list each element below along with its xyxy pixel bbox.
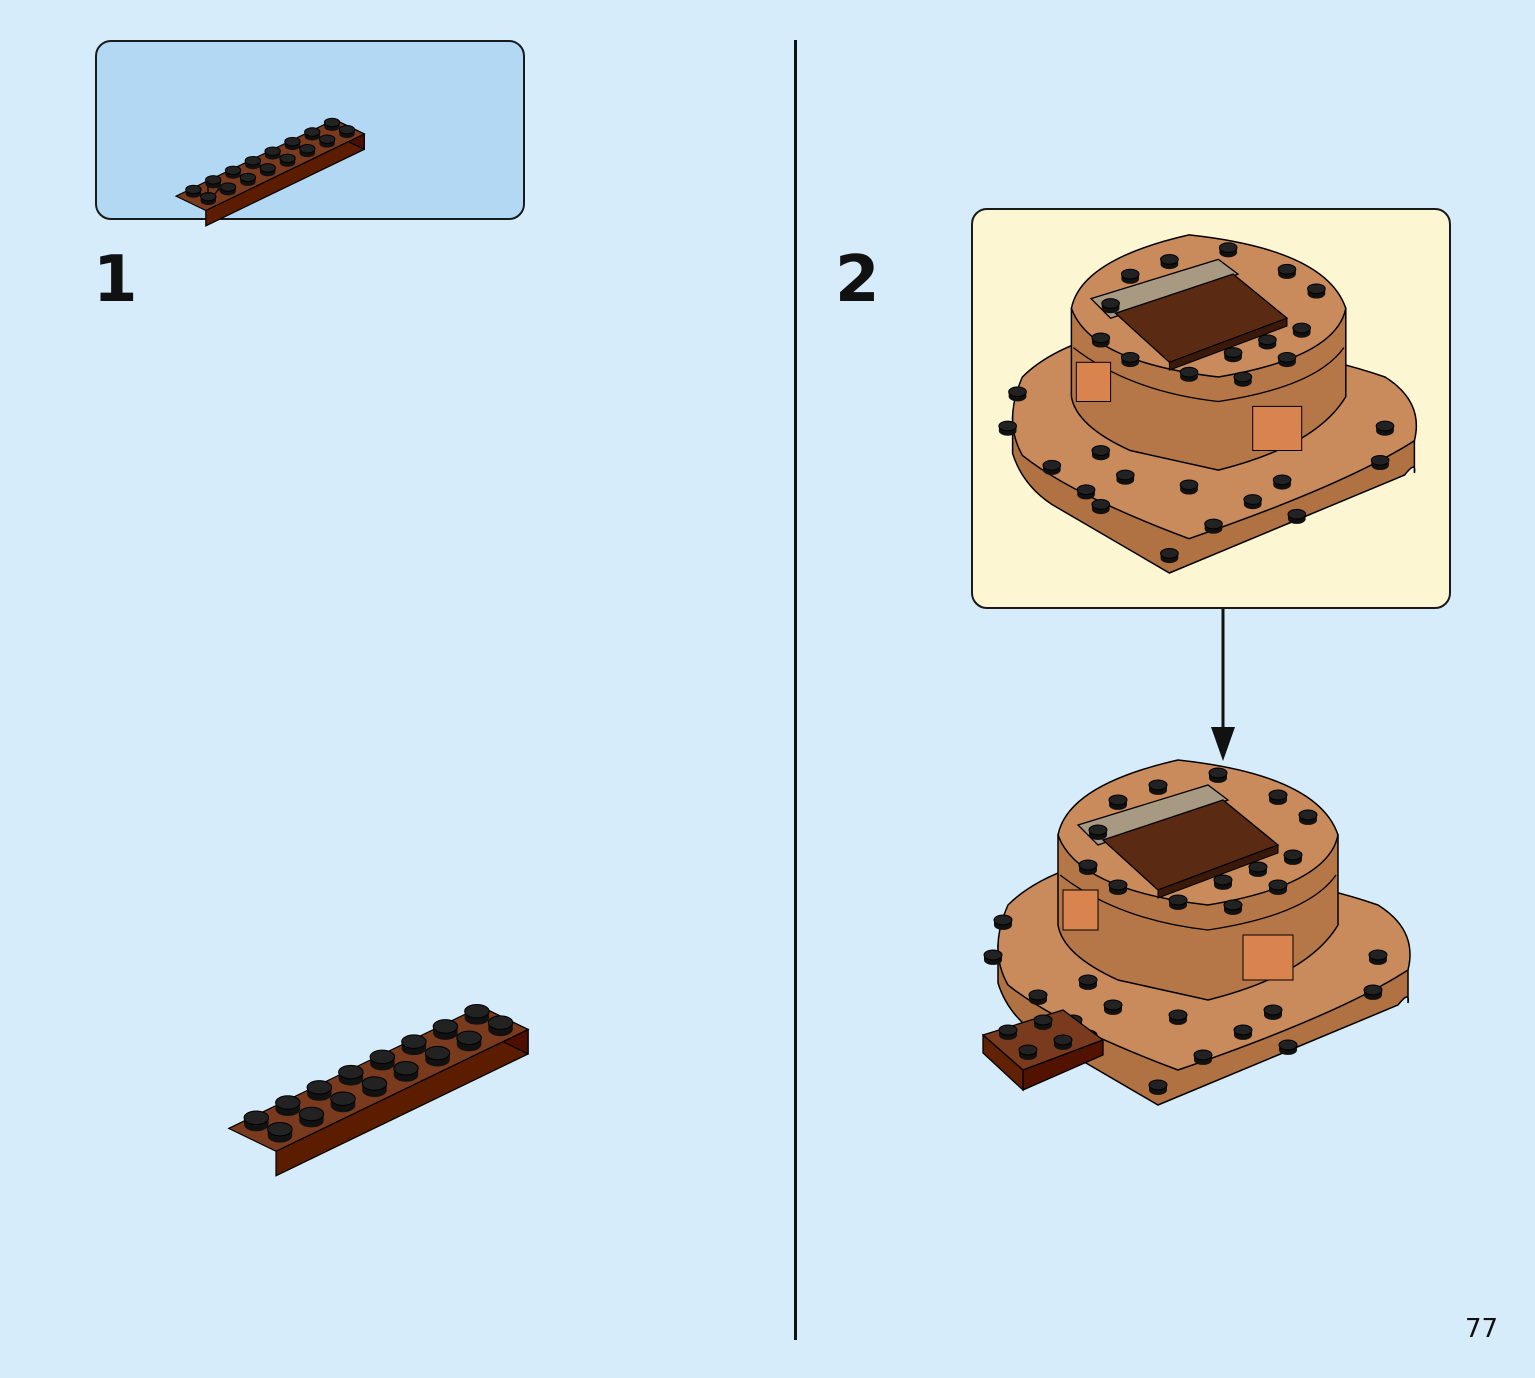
brown-plate-2x8-icon	[174, 117, 366, 227]
part-quantity: 1x	[202, 178, 225, 199]
down-arrow-icon	[1211, 609, 1235, 761]
step-number-1: 1	[93, 243, 138, 317]
brick-base-subassembly-icon	[998, 234, 1418, 574]
brick-base-with-plate-icon	[981, 759, 1411, 1106]
brown-plate-2x2-attached-icon	[981, 1009, 1105, 1092]
step-number-2: 2	[835, 243, 880, 317]
brown-plate-2x8-icon	[227, 1003, 530, 1177]
page-number: 77	[1465, 1314, 1499, 1344]
subassembly-callout	[971, 208, 1451, 609]
step-divider	[794, 40, 797, 1340]
parts-list-box: 1x	[95, 40, 525, 227]
